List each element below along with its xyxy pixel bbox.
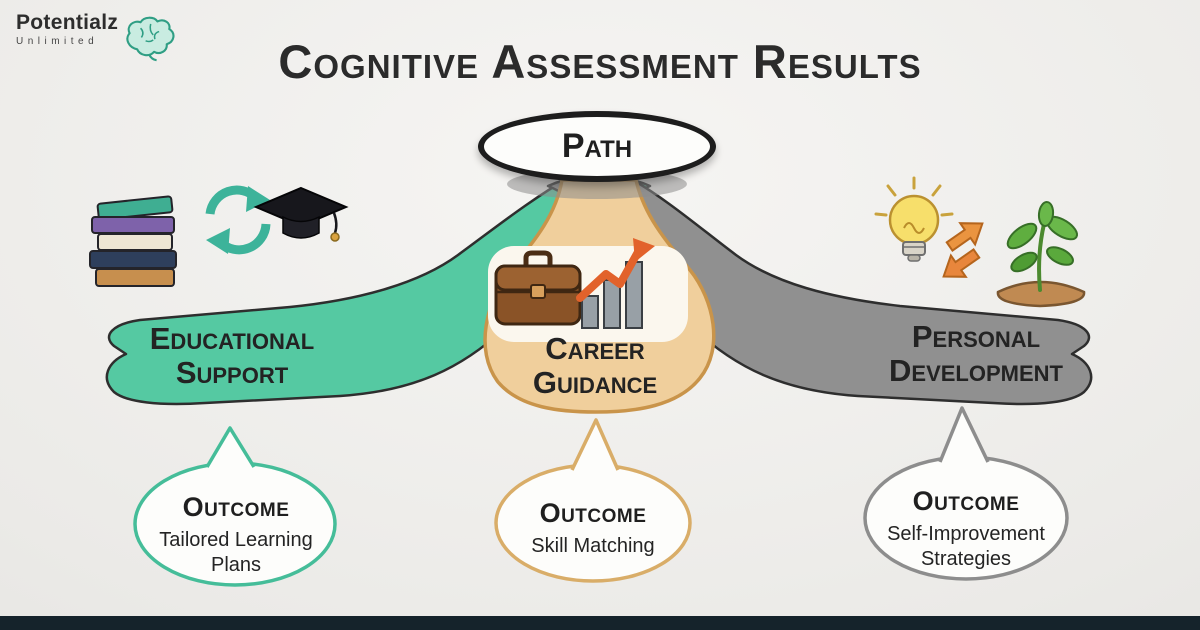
recycle-arrows-icon (205, 185, 271, 255)
outcome-career: Outcome Skill Matching (494, 498, 692, 559)
root-node-label: Path (561, 127, 633, 165)
outcome-heading: Outcome (539, 498, 647, 528)
outcome-bubble-educational (133, 426, 337, 587)
page-title: Cognitive Assessment Results (278, 35, 922, 88)
outcome-heading: Outcome (182, 492, 290, 522)
outcome-heading: Outcome (912, 486, 1020, 516)
root-node-path: Path (478, 111, 716, 182)
outcome-educational: Outcome Tailored Learning Plans (138, 492, 334, 578)
logo-brand: Potentialz (16, 11, 119, 34)
sprout-icon (996, 201, 1086, 308)
outcome-text: Self-Improvement Strategies (887, 523, 1045, 570)
outcome-bubble-personal (863, 406, 1069, 581)
books-icon (89, 195, 177, 287)
branch-label-personal-development: Personal Development (889, 319, 1063, 389)
logo: Potentialz Unlimited (16, 12, 176, 68)
outcome-personal: Outcome Self-Improvement Strategies (866, 486, 1066, 572)
outcome-text: Tailored Learning Plans (159, 529, 313, 576)
outcome-bubble-career (494, 418, 692, 583)
logo-text: Potentialz Unlimited (16, 12, 118, 47)
graduation-cap-icon (253, 186, 349, 242)
exchange-arrows-icon (942, 222, 984, 278)
growth-chart-icon (576, 238, 655, 329)
logo-subbrand: Unlimited (16, 36, 99, 47)
outcome-text: Skill Matching (531, 535, 655, 557)
branch-label-educational-support: Educational Support (149, 321, 315, 391)
branch-label-career-guidance: Career Guidance (532, 331, 658, 401)
brain-icon (126, 16, 175, 62)
lightbulb-icon (874, 176, 954, 262)
footer-bar (0, 616, 1200, 630)
